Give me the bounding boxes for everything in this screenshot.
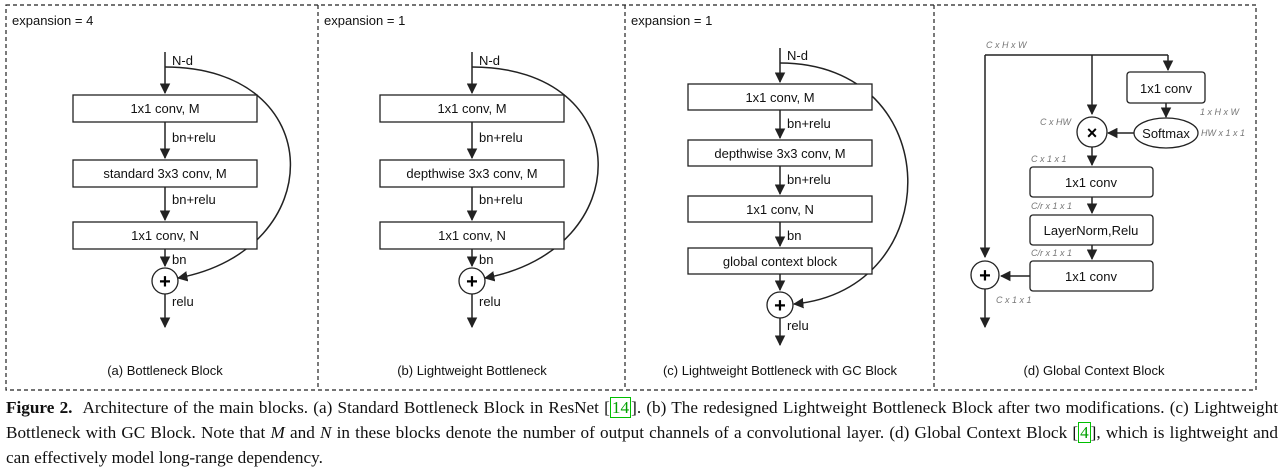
input-label: N-d	[172, 53, 193, 68]
caption-text: and	[284, 422, 320, 442]
conv-box-label: standard 3x3 conv, M	[103, 166, 226, 181]
citation-link[interactable]: 4	[1078, 421, 1091, 443]
symbol-m: M	[270, 422, 285, 442]
panel-caption: (d) Global Context Block	[1024, 363, 1165, 378]
layernorm-label: LayerNorm,Relu	[1044, 223, 1139, 238]
input-label: N-d	[479, 53, 500, 68]
input-label: N-d	[787, 48, 808, 63]
svg-text:+: +	[159, 271, 171, 293]
dim-label: C/r x 1 x 1	[1031, 201, 1072, 211]
svg-text:×: ×	[1087, 123, 1098, 143]
conv-box	[379, 94, 565, 123]
conv2-label: 1x1 conv	[1065, 269, 1118, 284]
skip-connection	[471, 66, 599, 282]
arrow-label: bn+relu	[172, 192, 216, 207]
output-label: relu	[479, 294, 501, 309]
arrow-label: bn+relu	[479, 192, 523, 207]
conv-box	[72, 159, 258, 188]
conv-box	[687, 83, 873, 111]
caption-text: in these blocks denote the number of out…	[331, 422, 1079, 442]
caption-text: ], which is lightweight and can effectiv…	[6, 422, 1278, 467]
softmax-label: Softmax	[1142, 126, 1190, 141]
dim-label: C x H x W	[986, 40, 1028, 50]
arrow-label: bn	[479, 252, 493, 267]
symbol-n: N	[319, 422, 332, 442]
arrow-label: bn+relu	[787, 172, 831, 187]
panel-caption: (a) Bottleneck Block	[107, 363, 223, 378]
conv-box	[379, 221, 565, 250]
figure-label: Figure 2.	[6, 398, 73, 417]
conv-box-label: 1x1 conv, M	[745, 90, 814, 105]
panel-a: expansion = 4 N-d 1x1 conv, M bn+relu st…	[12, 13, 292, 378]
panel-header: expansion = 4	[12, 13, 93, 28]
figure-caption: Figure 2. Architecture of the main blocks…	[6, 396, 1278, 470]
skip-connection	[164, 66, 292, 282]
conv-mask-label: 1x1 conv	[1140, 81, 1193, 96]
dim-label: C x 1 x 1	[996, 295, 1032, 305]
panel-caption: (b) Lightweight Bottleneck	[397, 363, 547, 378]
skip-connection	[779, 62, 909, 309]
dim-label: HW x 1 x 1	[1201, 128, 1245, 138]
conv-box	[72, 221, 258, 250]
conv-box	[687, 139, 873, 167]
svg-text:+: +	[774, 295, 786, 317]
conv-box-label: 1x1 conv, M	[130, 101, 199, 116]
output-label: relu	[172, 294, 194, 309]
conv-box-label: 1x1 conv, M	[437, 101, 506, 116]
conv-box-label: 1x1 conv, N	[438, 228, 506, 243]
gc-block-label: global context block	[723, 254, 838, 269]
conv-box-label: 1x1 conv, N	[746, 202, 814, 217]
caption-text: Architecture of the main blocks. (a) Sta…	[82, 398, 610, 417]
arrow-label: bn+relu	[787, 116, 831, 131]
dim-label: C x 1 x 1	[1031, 154, 1067, 164]
arrow-label: bn+relu	[172, 130, 216, 145]
dim-label: C x HW	[1040, 117, 1073, 127]
conv-box	[72, 94, 258, 123]
conv-box-label: depthwise 3x3 conv, M	[406, 166, 537, 181]
output-label: relu	[787, 318, 809, 333]
panel-caption: (c) Lightweight Bottleneck with GC Block	[663, 363, 898, 378]
panel-b: expansion = 1 N-d 1x1 conv, M bn+relu de…	[324, 13, 599, 378]
conv1-label: 1x1 conv	[1065, 175, 1118, 190]
citation-link[interactable]: 14	[609, 397, 632, 418]
arrow-label: bn+relu	[479, 130, 523, 145]
caption-text: ]. (b) The redesigned Lightweight Bottle…	[6, 398, 1278, 442]
conv-box	[687, 195, 873, 223]
panel-d: C x H x W 1x1 conv 1 x H x W Softmax HW …	[970, 40, 1245, 378]
panel-header: expansion = 1	[631, 13, 712, 28]
svg-text:+: +	[466, 271, 478, 293]
dim-label: 1 x H x W	[1200, 107, 1241, 117]
arrow-label: bn	[787, 228, 801, 243]
conv-box-label: depthwise 3x3 conv, M	[714, 146, 845, 161]
arrow-label: bn	[172, 252, 186, 267]
dim-label: C/r x 1 x 1	[1031, 248, 1072, 258]
panel-header: expansion = 1	[324, 13, 405, 28]
panel-c: expansion = 1 N-d 1x1 conv, M bn+relu de…	[631, 13, 909, 378]
gc-block-box	[687, 247, 873, 275]
conv-box	[379, 159, 565, 188]
architecture-figure: expansion = 4 N-d 1x1 conv, M bn+relu st…	[5, 4, 1257, 391]
svg-text:+: +	[979, 265, 991, 287]
figure-frame	[5, 4, 1257, 391]
conv-box-label: 1x1 conv, N	[131, 228, 199, 243]
